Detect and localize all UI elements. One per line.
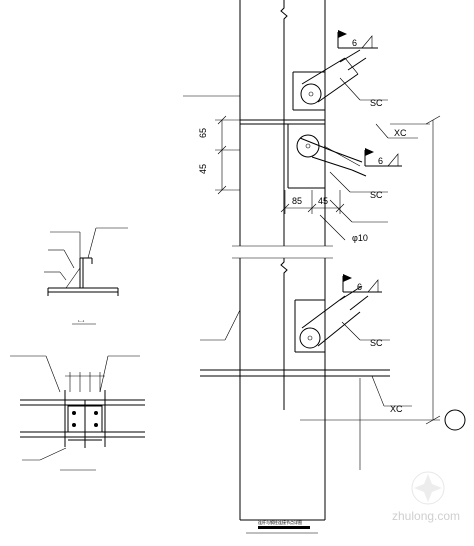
watermark-logo <box>411 471 445 505</box>
dimension-lines <box>215 115 441 470</box>
title-block <box>246 526 318 534</box>
beam-plan-detail <box>10 355 145 471</box>
weld-callouts <box>337 30 402 293</box>
brace-connection-3 <box>294 285 369 353</box>
level-lines <box>183 95 440 421</box>
section-mark: 1—1 <box>78 319 85 323</box>
weld-size-1: 6 <box>352 38 357 48</box>
dim-45-lower: 45 <box>318 196 328 206</box>
dim-45-upper: 45 <box>198 164 208 174</box>
steel-column <box>232 0 333 521</box>
grid-bubble <box>444 409 466 431</box>
watermark-site: zhulong.com <box>392 509 460 523</box>
label-sc-2: SC <box>370 190 383 200</box>
weld-size-3: 6 <box>357 282 362 292</box>
leader-lines <box>200 77 418 407</box>
label-sc-1: SC <box>370 98 383 108</box>
brace-connection-2 <box>240 119 367 189</box>
dim-65-upper: 65 <box>198 128 208 138</box>
label-xc-2: XC <box>390 404 403 414</box>
dim-85: 85 <box>292 196 302 206</box>
label-sc-3: SC <box>370 338 383 348</box>
label-phi: φ10 <box>352 233 368 243</box>
weld-size-2: 6 <box>378 156 383 166</box>
brace-connection-1 <box>292 49 367 111</box>
drawing-title: 连杆与钢柱连接节点详图 <box>258 519 302 525</box>
label-xc-1: XC <box>394 128 407 138</box>
section-detail <box>44 227 128 325</box>
